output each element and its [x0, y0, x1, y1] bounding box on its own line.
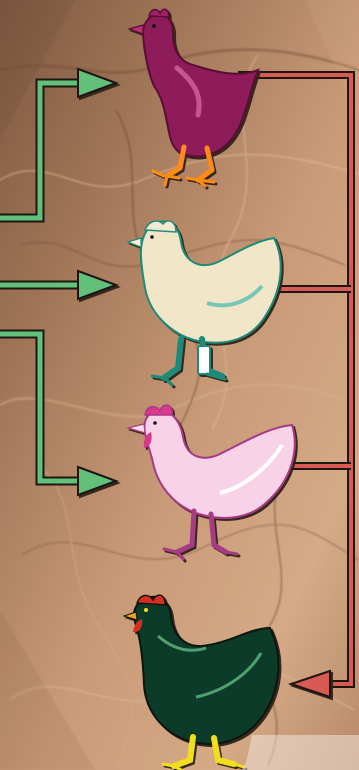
bottom-white-smudge: [242, 735, 359, 770]
